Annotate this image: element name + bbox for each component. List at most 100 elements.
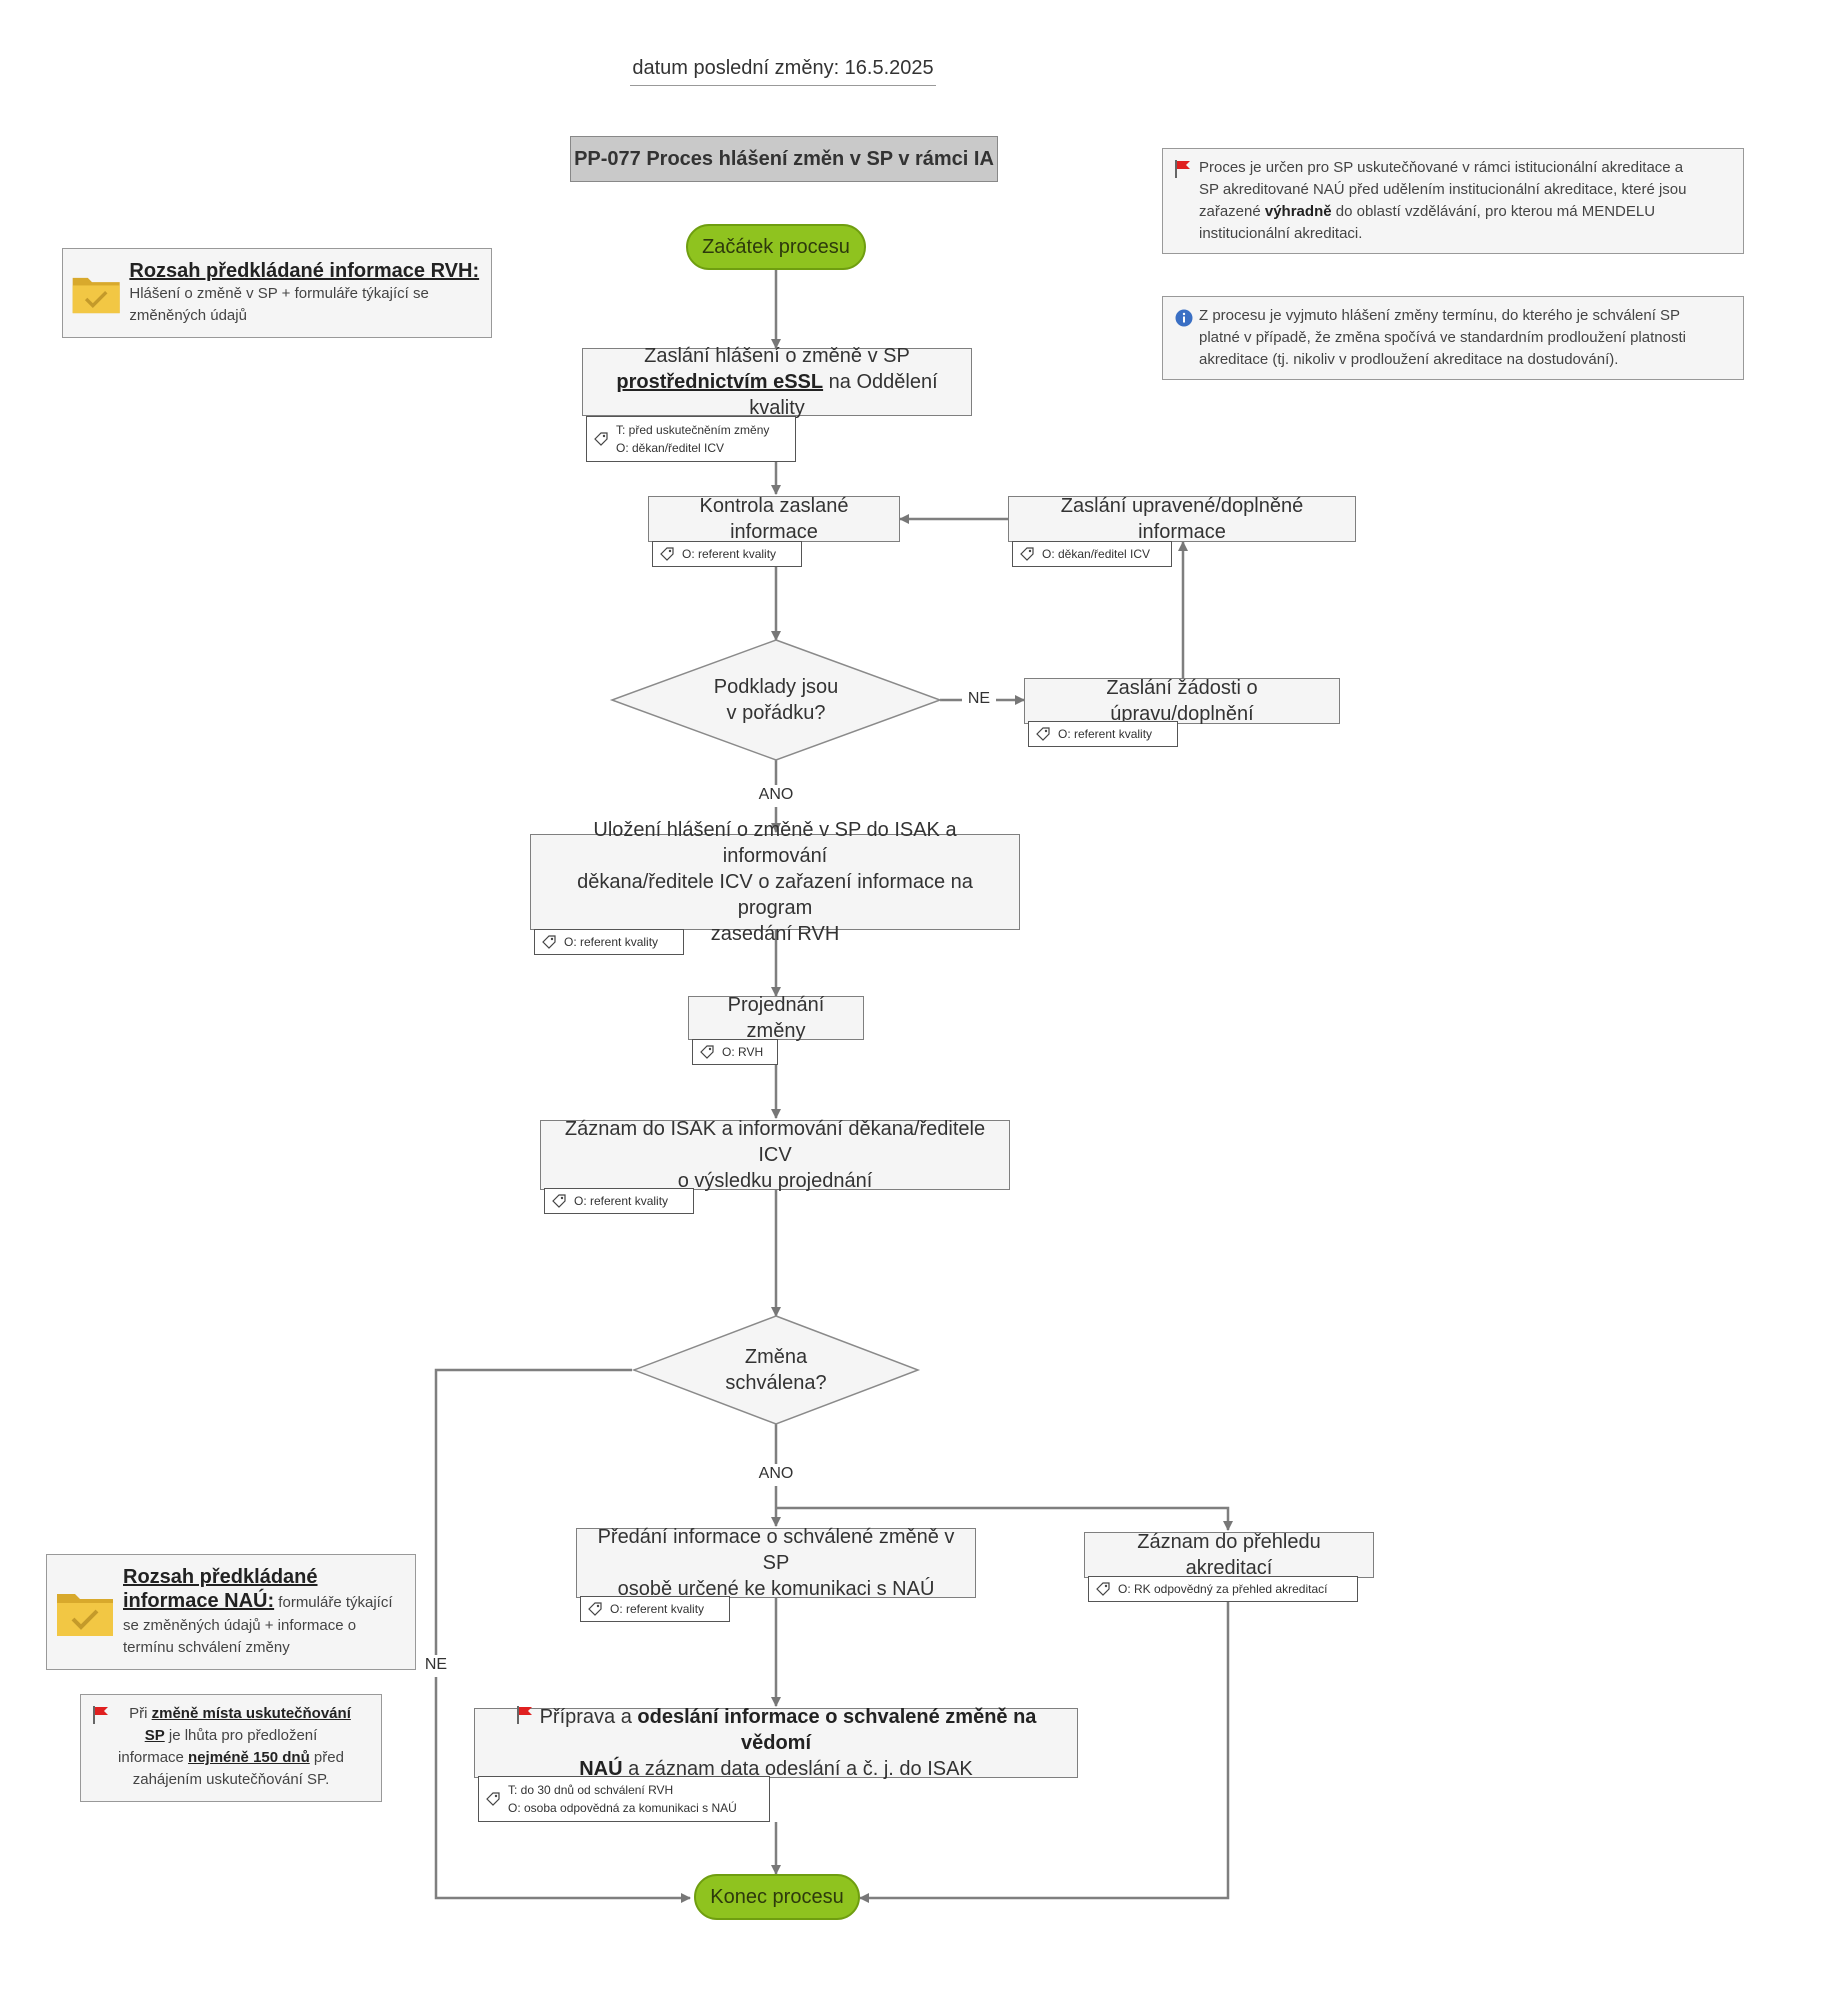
prepare-bold1: odeslání informace o schvalené změně na … [637, 1706, 1037, 1754]
request-tag: O: referent kvality [1028, 721, 1178, 747]
handover-tag: O: referent kvality [580, 1596, 730, 1622]
discuss-label: Projednání změny [727, 994, 825, 1042]
record-box: Záznam do ISAK a informování děkana/ředi… [540, 1118, 1010, 1192]
folder-check-icon [72, 277, 120, 314]
note-purpose-l3b: výhradně [1264, 203, 1332, 220]
send-report-line1: Zaslání hlášení o změně v SP [644, 345, 910, 367]
note-scope-rvh-title: Rozsah předkládané informace RVH: [129, 260, 480, 282]
decision1-line1: Podklady jsou [713, 676, 839, 698]
tag-icon [486, 1792, 500, 1806]
send-report-tag-time: T: před uskutečněním změny [616, 423, 770, 437]
resend-box: Zaslání upravené/doplněné informace [1008, 495, 1356, 543]
note-purpose-l1: Proces je určen pro SP uskutečňované v r… [1199, 159, 1684, 176]
note-place-p4: před [309, 1749, 344, 1766]
decision2-line2: schválena? [725, 1372, 827, 1394]
tag-icon [588, 1602, 602, 1616]
note-place-u2: SP [144, 1727, 165, 1744]
prepare-bold2: NAÚ [579, 1758, 623, 1780]
handover-line1: Předání informace o schválené změně v SP [597, 1526, 955, 1574]
decision1-shape [609, 639, 943, 761]
note-scope-nau-title1: Rozsah předkládané [123, 1566, 318, 1588]
prepare-part1: Příprava a [539, 1706, 638, 1728]
check-tag-owner: O: referent kvality [682, 547, 777, 561]
edge-split-overview [776, 1506, 1233, 1531]
note-scope-nau-body1: formuláře týkající [274, 1594, 393, 1611]
send-report-tag-owner: O: děkan/ředitel ICV [616, 441, 725, 455]
note-purpose-l4: institucionální akreditaci. [1199, 225, 1363, 242]
store-tag: O: referent kvality [534, 929, 684, 955]
note-place-u1: změně místa uskutečňování [151, 1705, 351, 1722]
send-report-bold: prostřednictvím eSSL [616, 371, 824, 393]
resend-tag-owner: O: děkan/ředitel ICV [1042, 547, 1151, 561]
handover-box: Předání informace o schválené změně v SP… [576, 1526, 976, 1600]
decision1-line2: v pořádku? [726, 702, 826, 724]
send-report-box: Zaslání hlášení o změně v SP prostřednic… [582, 345, 972, 419]
info-icon [1175, 309, 1193, 327]
discuss-box: Projednání změny [688, 994, 864, 1042]
last-change-date: datum poslední změny: 16.5.2025 [630, 50, 936, 86]
prepare-box: Příprava a odeslání informace o schvalen… [474, 1706, 1078, 1780]
note-exception-l3: akreditace (tj. nikoliv v prodloužení ak… [1199, 351, 1619, 368]
discuss-tag: O: RVH [692, 1039, 778, 1065]
label-ne-1: NE [962, 689, 996, 711]
resend-label: Zaslání upravené/doplněné informace [1060, 495, 1304, 543]
prepare-part2: a záznam data odeslání a č. j. do ISAK [622, 1758, 973, 1780]
check-box: Kontrola zaslané informace [648, 495, 900, 543]
note-place-u3: nejméně 150 dnů [188, 1749, 310, 1766]
tag-icon [1096, 1582, 1110, 1596]
store-line2: děkana/ředitele ICV o zařazení informace… [577, 871, 973, 919]
start-node: Začátek procesu [686, 224, 866, 270]
overview-box: Záznam do přehledu akreditací [1084, 1531, 1374, 1579]
label-ano-1: ANO [752, 785, 800, 807]
note-scope-nau-body3: termínu schválení změny [123, 1639, 290, 1656]
store-line3: zasedání RVH [710, 923, 840, 945]
note-exception: Z procesu je vyjmuto hlášení změny termí… [1162, 296, 1744, 380]
record-line1: Záznam do ISAK a informování děkana/ředi… [564, 1118, 986, 1166]
tag-icon [1036, 727, 1050, 741]
flag-icon [1175, 160, 1190, 178]
note-place-p2: je lhůta pro předložení [164, 1727, 318, 1744]
overview-label: Záznam do přehledu akreditací [1137, 1531, 1321, 1579]
note-scope-rvh-body: Hlášení o změně v SP + formuláře týkajíc… [129, 285, 429, 324]
decision2-line1: Změna [744, 1346, 808, 1368]
request-tag-owner: O: referent kvality [1058, 727, 1153, 741]
end-node: Konec procesu [694, 1874, 860, 1920]
note-purpose-l2: SP akreditované NAÚ před udělením instit… [1199, 181, 1687, 198]
note-place-p5: zahájením uskutečňování SP. [132, 1771, 330, 1788]
note-scope-nau: Rozsah předkládané informace NAÚ: formul… [46, 1554, 416, 1670]
flag-icon [516, 1706, 532, 1724]
note-place-p1: Při [129, 1705, 152, 1722]
tag-icon [700, 1045, 714, 1059]
page-title: PP-077 Proces hlášení změn v SP v rámci … [570, 136, 998, 182]
record-tag-owner: O: referent kvality [574, 1194, 669, 1208]
request-box: Zaslání žádosti o úpravu/doplnění [1024, 677, 1340, 725]
discuss-tag-owner: O: RVH [722, 1045, 764, 1059]
record-tag: O: referent kvality [544, 1188, 694, 1214]
decision2-label: Změna schválena? [686, 1342, 866, 1398]
handover-line2: osobě určené ke komunikaci s NAÚ [617, 1578, 935, 1600]
note-exception-l1: Z procesu je vyjmuto hlášení změny termí… [1199, 307, 1681, 324]
send-report-tag: T: před uskutečněním změny O: děkan/ředi… [586, 416, 796, 462]
store-box: Uložení hlášení o změně v SP do ISAK a i… [530, 819, 1020, 945]
note-purpose: Proces je určen pro SP uskutečňované v r… [1162, 148, 1744, 254]
note-exception-l2: platné v případě, že změna spočívá ve st… [1199, 329, 1686, 346]
store-tag-owner: O: referent kvality [564, 935, 659, 949]
flag-icon [93, 1706, 108, 1724]
overview-tag-owner: O: RK odpovědný za přehled akreditací [1118, 1582, 1328, 1596]
edge-overview-end [859, 1600, 1230, 1903]
send-report-rest: na Oddělení kvality [749, 371, 938, 419]
prepare-tag: T: do 30 dnů od schválení RVH O: osoba o… [478, 1776, 770, 1822]
note-place-change: Při změně místa uskutečňování SP je lhůt… [80, 1694, 382, 1802]
decision1-label: Podklady jsou v pořádku? [676, 672, 876, 728]
handover-tag-owner: O: referent kvality [610, 1602, 705, 1616]
prepare-tag-time: T: do 30 dnů od schválení RVH [508, 1783, 674, 1797]
tag-icon [594, 432, 608, 446]
store-line1: Uložení hlášení o změně v SP do ISAK a i… [593, 819, 957, 867]
tag-icon [1020, 547, 1034, 561]
tag-icon [542, 935, 556, 949]
tag-icon [552, 1194, 566, 1208]
start-label: Začátek procesu [702, 235, 850, 258]
prepare-tag-owner: O: osoba odpovědná za komunikaci s NAÚ [508, 1801, 737, 1815]
note-scope-nau-body2: se změněných údajů + informace o [123, 1617, 357, 1634]
